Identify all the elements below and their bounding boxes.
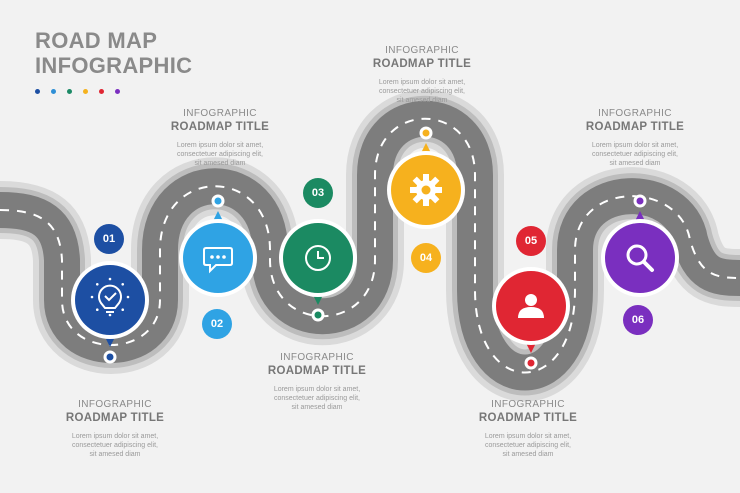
step-title: ROADMAP TITLE xyxy=(65,412,165,424)
step-label-6: INFOGRAPHIC ROADMAP TITLE Lorem ipsum do… xyxy=(555,107,715,168)
step-body: Lorem ipsum dolor sit amet, consectetuer… xyxy=(591,142,679,167)
step-number-badge-6: 06 xyxy=(623,305,653,335)
magnifier-icon xyxy=(626,244,654,272)
step-body: Lorem ipsum dolor sit amet, consectetuer… xyxy=(176,142,264,167)
step-number-badge-1: 01 xyxy=(94,224,124,254)
step-label-3: INFOGRAPHIC ROADMAP TITLE Lorem ipsum do… xyxy=(237,351,397,412)
step-number-badge-3: 03 xyxy=(303,178,333,208)
user-icon xyxy=(518,294,544,318)
step-body: Lorem ipsum dolor sit amet, consectetuer… xyxy=(378,79,466,104)
step-heading: INFOGRAPHIC xyxy=(491,399,565,410)
step-title: ROADMAP TITLE xyxy=(585,121,685,133)
title-line-2: INFOGRAPHIC xyxy=(35,53,193,78)
color-dot xyxy=(83,89,88,94)
step-body: Lorem ipsum dolor sit amet, consectetuer… xyxy=(484,433,572,458)
step-body: Lorem ipsum dolor sit amet, consectetuer… xyxy=(273,386,361,411)
step-title: ROADMAP TITLE xyxy=(170,121,270,133)
lightbulb-check-icon xyxy=(90,277,130,317)
step-heading: INFOGRAPHIC xyxy=(280,352,354,363)
step-pin-3 xyxy=(279,219,357,322)
step-heading: INFOGRAPHIC xyxy=(183,108,257,119)
step-number-badge-5: 05 xyxy=(516,226,546,256)
clock-icon xyxy=(305,245,331,271)
step-body: Lorem ipsum dolor sit amet, consectetuer… xyxy=(71,433,159,458)
pin-stem-dot xyxy=(633,194,647,208)
color-dot xyxy=(99,89,104,94)
color-dots xyxy=(35,89,120,94)
pin-stem-dot xyxy=(211,194,225,208)
step-pin-4 xyxy=(387,126,465,229)
step-label-2: INFOGRAPHIC ROADMAP TITLE Lorem ipsum do… xyxy=(140,107,300,168)
color-dot xyxy=(51,89,56,94)
step-title: ROADMAP TITLE xyxy=(267,365,367,377)
step-label-1: INFOGRAPHIC ROADMAP TITLE Lorem ipsum do… xyxy=(35,398,195,459)
pin-stem-dot xyxy=(524,356,538,370)
step-pin-6 xyxy=(601,194,679,297)
color-dot xyxy=(35,89,40,94)
pin-disc xyxy=(605,223,675,293)
chat-bubble-icon xyxy=(203,247,233,274)
step-pin-2 xyxy=(179,194,257,297)
color-dot xyxy=(67,89,72,94)
step-pin-5 xyxy=(492,267,570,370)
title-line-1: ROAD MAP xyxy=(35,28,158,53)
pin-stem-dot xyxy=(103,350,117,364)
step-heading: INFOGRAPHIC xyxy=(78,399,152,410)
step-label-4: INFOGRAPHIC ROADMAP TITLE Lorem ipsum do… xyxy=(342,44,502,105)
step-heading: INFOGRAPHIC xyxy=(598,108,672,119)
pin-stem-dot xyxy=(311,308,325,322)
main-title: ROAD MAP INFOGRAPHIC xyxy=(35,28,192,78)
step-title: ROADMAP TITLE xyxy=(372,58,472,70)
step-heading: INFOGRAPHIC xyxy=(385,45,459,56)
gear-icon xyxy=(410,174,442,206)
step-label-5: INFOGRAPHIC ROADMAP TITLE Lorem ipsum do… xyxy=(448,398,608,459)
pin-stem-dot xyxy=(419,126,433,140)
step-title: ROADMAP TITLE xyxy=(478,412,578,424)
step-number-badge-2: 02 xyxy=(202,309,232,339)
step-number-badge-4: 04 xyxy=(411,243,441,273)
step-pin-1 xyxy=(71,261,149,364)
color-dot xyxy=(115,89,120,94)
